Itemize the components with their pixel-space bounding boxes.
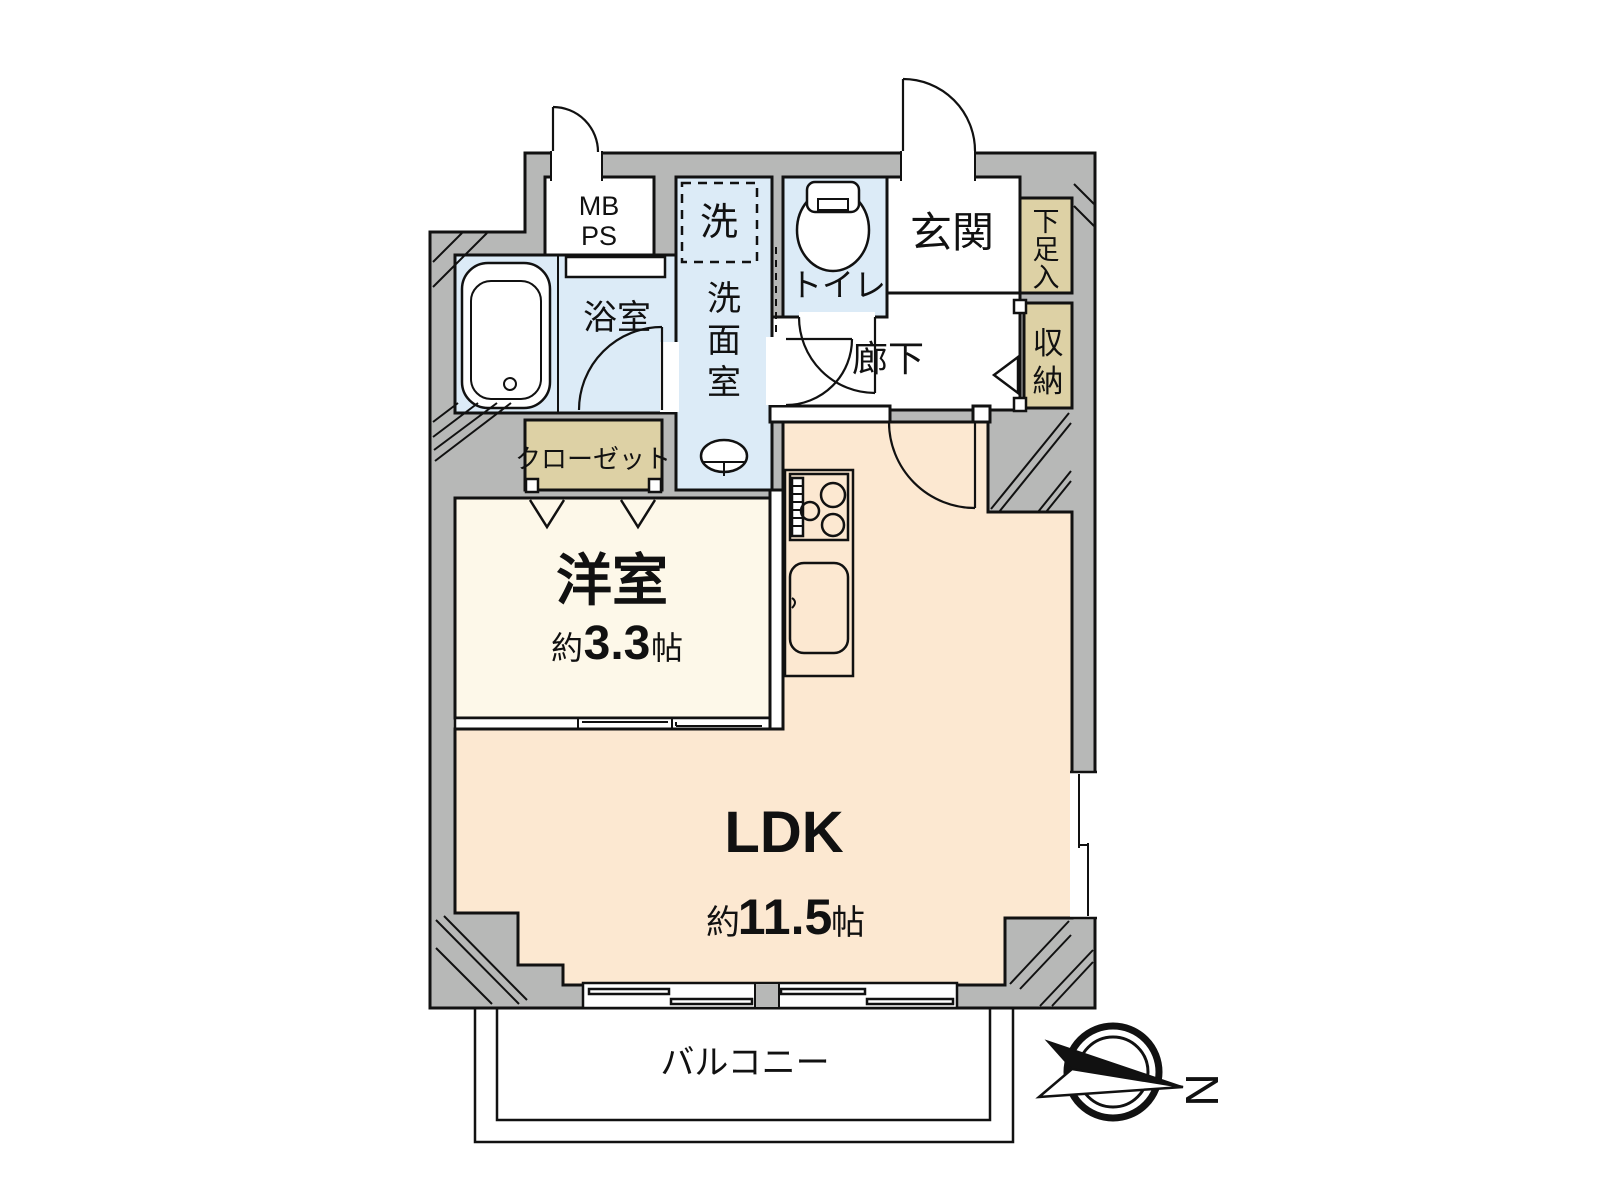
closet-jamb-right	[647, 477, 663, 494]
entrance-door	[900, 77, 977, 181]
wall-hatching	[432, 183, 1095, 1007]
kitchen-sink-icon	[788, 561, 850, 655]
balcony-label: バルコニー	[660, 1044, 829, 1082]
stove-icon	[788, 472, 850, 542]
wall-western-east	[768, 488, 785, 731]
room-ldk	[453, 420, 1074, 987]
mbps-label-line2: PS	[581, 221, 617, 251]
bathroom-door	[577, 325, 679, 412]
mbps-label-line1: MB	[579, 191, 620, 221]
washroom-label-char2: 面	[707, 322, 741, 360]
room-western	[453, 496, 772, 720]
shoe-label-char1: 下	[1033, 207, 1060, 237]
closet-door-mark-left	[528, 499, 566, 530]
closet	[523, 418, 664, 492]
western-area-value: 3.3	[584, 617, 651, 670]
shoe-cabinet	[1018, 196, 1074, 295]
washer-label: 洗	[700, 202, 738, 244]
closet-door-mark-right	[619, 499, 657, 530]
ldk-door	[887, 421, 977, 510]
washroom-door	[766, 247, 854, 407]
toilet-door	[797, 312, 877, 395]
bathroom-label: 浴室	[583, 299, 651, 337]
western-room-label: 洋室	[556, 549, 668, 612]
compass-needle-north	[1044, 1039, 1184, 1088]
closet-jamb-left	[524, 477, 540, 494]
ldk-area-value: 11.5	[738, 889, 833, 945]
bathtub-icon	[460, 261, 552, 410]
storage-door-mark	[991, 354, 1020, 396]
storage-cabinet	[1022, 301, 1074, 410]
shoe-label-char2: 足	[1033, 235, 1060, 265]
shoe-label-char3: 入	[1033, 263, 1060, 293]
western-area-unit: 帖	[651, 630, 683, 666]
mbps-box	[543, 175, 656, 265]
storage-label-char2: 納	[1033, 364, 1064, 399]
washroom-label-char3: 室	[707, 364, 741, 402]
sliding-door-western	[453, 716, 785, 731]
toilet-label: トイレ	[790, 267, 886, 303]
storage-jamb-bottom	[1012, 396, 1028, 413]
window-ldk-east	[1070, 770, 1097, 920]
ldk-area-unit: 帖	[831, 904, 865, 942]
ldk-door-jamb	[971, 404, 992, 424]
western-area-prefix: 約	[551, 630, 583, 666]
closet-label: クローゼット	[515, 444, 671, 474]
ldk-area-prefix: 約	[706, 904, 740, 942]
ldk-label: LDK	[724, 800, 843, 865]
storage-label-char1: 収	[1033, 326, 1064, 361]
sliding-door-balcony	[581, 981, 959, 1010]
north-label: N	[1176, 1073, 1228, 1106]
wall-corridor-south	[768, 404, 892, 424]
storage-jamb-top	[1012, 298, 1028, 315]
mbps-door	[550, 105, 603, 181]
balcony	[473, 1008, 1015, 1144]
compass: N	[1035, 1022, 1228, 1122]
toilet-icon	[795, 180, 871, 273]
washbasin-icon	[699, 438, 749, 476]
washer-box	[680, 181, 759, 264]
bathroom-ledge	[564, 255, 667, 279]
entrance-label: 玄関	[910, 209, 994, 256]
washroom-label-char1: 洗	[707, 280, 741, 318]
corridor-label: 廊下	[852, 338, 924, 379]
